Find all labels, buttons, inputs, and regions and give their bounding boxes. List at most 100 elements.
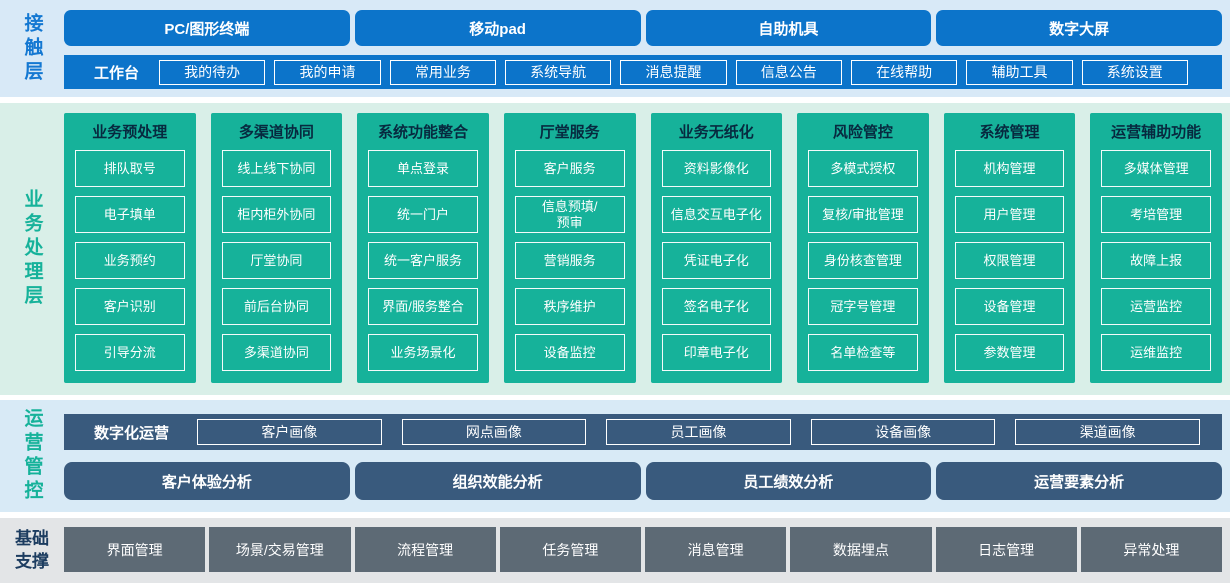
foundation-button: 异常处理 (1080, 527, 1222, 572)
contact-layer-band: 接触层 PC/图形终端 移动pad 自助机具 数字大屏 工作台 我的待办 我的申… (0, 0, 1230, 97)
function-column: 厅堂服务 客户服务 信息预填/ 预审 营销服务 秩序维护 设备监控 (503, 113, 636, 383)
workbench-item: 信息公告 (735, 59, 842, 85)
function-column-items: 排队取号 电子填单 业务预约 客户识别 引导分流 (75, 150, 185, 371)
workbench-bar: 工作台 我的待办 我的申请 常用业务 系统导航 消息提醒 信息公告 在线帮助 (64, 55, 1222, 89)
workbench-item: 我的申请 (274, 59, 381, 85)
function-box: 考培管理 (1101, 196, 1211, 233)
contact-layer-label: 接触层 (21, 12, 43, 85)
terminal-button: 自助机具 (645, 10, 932, 46)
workbench-item: 系统设置 (1081, 59, 1188, 85)
operation-layer-label: 运营管控 (21, 408, 43, 504)
terminal-button: 移动pad (354, 10, 641, 46)
analysis-row: 客户体验分析 组织效能分析 员工绩效分析 运营要素分析 (64, 462, 1222, 500)
workbench-item: 辅助工具 (966, 59, 1073, 85)
function-box: 统一客户服务 (368, 242, 478, 279)
function-box: 设备管理 (954, 288, 1065, 325)
function-box: 线上线下协同 (221, 150, 332, 187)
function-box: 身份核查管理 (808, 242, 918, 279)
foundation-button: 界面管理 (64, 527, 206, 572)
function-box: 业务预约 (75, 242, 185, 279)
function-column-items: 多媒体管理 考培管理 故障上报 运营监控 运维监控 (1101, 150, 1211, 371)
function-box: 故障上报 (1101, 242, 1211, 279)
contact-layer-side: 接触层 (0, 0, 64, 97)
business-layer-band: 业务处理层 业务预处理 排队取号 电子填单 业务预约 客 (0, 103, 1230, 395)
function-box: 统一门户 (368, 196, 478, 233)
function-box: 多模式授权 (808, 150, 918, 187)
foundation-layer-side: 基础支撑 (0, 518, 64, 583)
function-columns: 业务预处理 排队取号 电子填单 业务预约 客户识别 引导分流 (64, 113, 1222, 383)
foundation-layer-content: 界面管理 场景/交易管理 流程管理 任务管理 消息管理 数据埋点 日志管理 异常… (64, 518, 1230, 583)
function-column-title: 业务无纸化 (678, 124, 754, 141)
foundation-layer-band: 基础支撑 界面管理 场景/交易管理 流程管理 任务管理 消息管理 数据埋点 日志… (0, 518, 1230, 583)
business-layer-side: 业务处理层 (0, 103, 64, 395)
business-layer-label: 业务处理层 (21, 189, 43, 309)
function-column-title: 系统功能整合 (378, 124, 469, 141)
function-column: 运营辅助功能 多媒体管理 考培管理 故障上报 运营监控 运维监控 (1090, 113, 1222, 383)
workbench-item: 消息提醒 (620, 59, 727, 85)
business-layer-content: 业务预处理 排队取号 电子填单 业务预约 客户识别 引导分流 (64, 103, 1230, 395)
digital-operation-bar: 数字化运营 客户画像 网点画像 员工画像 设备画像 渠道画像 (64, 414, 1222, 450)
function-box: 凭证电子化 (661, 242, 772, 279)
foundation-button: 场景/交易管理 (209, 527, 351, 572)
function-box: 秩序维护 (514, 288, 625, 325)
workbench-item: 常用业务 (389, 59, 496, 85)
foundation-button: 流程管理 (354, 527, 496, 572)
function-box: 信息预填/ 预审 (514, 196, 625, 233)
analysis-button: 运营要素分析 (936, 462, 1222, 500)
function-box: 客户识别 (75, 288, 185, 325)
function-box: 冠字号管理 (808, 288, 918, 325)
function-column-title: 多渠道协同 (238, 124, 314, 141)
function-column-title: 风险管控 (832, 124, 893, 141)
function-box: 签名电子化 (661, 288, 772, 325)
function-column: 系统功能整合 单点登录 统一门户 统一客户服务 界面/服务整合 业务场景化 (357, 113, 489, 383)
operation-layer-side: 运营管控 (0, 400, 64, 512)
workbench-item: 我的待办 (159, 59, 266, 85)
function-box: 单点登录 (368, 150, 478, 187)
function-box: 复核/审批管理 (808, 196, 918, 233)
terminal-button: PC/图形终端 (64, 10, 350, 46)
foundation-row: 界面管理 场景/交易管理 流程管理 任务管理 消息管理 数据埋点 日志管理 异常… (64, 527, 1222, 572)
function-column-title: 厅堂服务 (539, 124, 600, 141)
function-column-title: 系统管理 (979, 124, 1040, 141)
function-column-items: 资料影像化 信息交互电子化 凭证电子化 签名电子化 印章电子化 (661, 150, 772, 371)
foundation-layer-label: 基础支撑 (14, 528, 49, 571)
function-column-title: 业务预处理 (92, 124, 168, 141)
terminal-button: 数字大屏 (936, 10, 1222, 46)
function-box: 机构管理 (954, 150, 1065, 187)
profile-item: 网点画像 (401, 419, 587, 445)
digital-operation-label: 数字化运营 (94, 424, 170, 442)
function-box: 参数管理 (954, 334, 1065, 371)
profile-item: 渠道画像 (1015, 419, 1200, 445)
terminal-row: PC/图形终端 移动pad 自助机具 数字大屏 (64, 10, 1222, 46)
function-box: 引导分流 (75, 334, 185, 371)
analysis-button: 客户体验分析 (64, 462, 350, 500)
workbench-label: 工作台 (94, 64, 140, 82)
foundation-button: 消息管理 (645, 527, 787, 572)
function-column: 多渠道协同 线上线下协同 柜内柜外协同 厅堂协同 前后台协同 多渠道协同 (210, 113, 343, 383)
function-box: 运维监控 (1101, 334, 1211, 371)
workbench-items: 我的待办 我的申请 常用业务 系统导航 消息提醒 信息公告 在线帮助 辅助工具 … (159, 59, 1188, 85)
function-box: 多渠道协同 (221, 334, 332, 371)
function-box: 运营监控 (1101, 288, 1211, 325)
operation-layer-content: 数字化运营 客户画像 网点画像 员工画像 设备画像 渠道画像 客户体验分析 (64, 400, 1230, 512)
function-column: 业务无纸化 资料影像化 信息交互电子化 凭证电子化 签名电子化 印章电子化 (650, 113, 783, 383)
function-box: 印章电子化 (661, 334, 772, 371)
contact-layer-content: PC/图形终端 移动pad 自助机具 数字大屏 工作台 我的待办 我的申请 常用… (64, 0, 1230, 97)
function-box: 业务场景化 (368, 334, 478, 371)
function-box: 权限管理 (954, 242, 1065, 279)
function-column-title: 运营辅助功能 (1111, 124, 1202, 141)
foundation-button: 任务管理 (499, 527, 641, 572)
workbench-item: 系统导航 (505, 59, 612, 85)
function-column: 系统管理 机构管理 用户管理 权限管理 设备管理 参数管理 (943, 113, 1076, 383)
function-box: 柜内柜外协同 (221, 196, 332, 233)
profile-item: 设备画像 (810, 419, 996, 445)
function-column: 风险管控 多模式授权 复核/审批管理 身份核查管理 冠字号管理 名单检查等 (797, 113, 929, 383)
function-box: 多媒体管理 (1101, 150, 1211, 187)
digital-operation-items: 客户画像 网点画像 员工画像 设备画像 渠道画像 (197, 419, 1200, 445)
function-box: 营销服务 (514, 242, 625, 279)
function-column: 业务预处理 排队取号 电子填单 业务预约 客户识别 引导分流 (64, 113, 196, 383)
function-box: 用户管理 (954, 196, 1065, 233)
function-box: 排队取号 (75, 150, 185, 187)
function-box: 电子填单 (75, 196, 185, 233)
foundation-button: 数据埋点 (790, 527, 932, 572)
